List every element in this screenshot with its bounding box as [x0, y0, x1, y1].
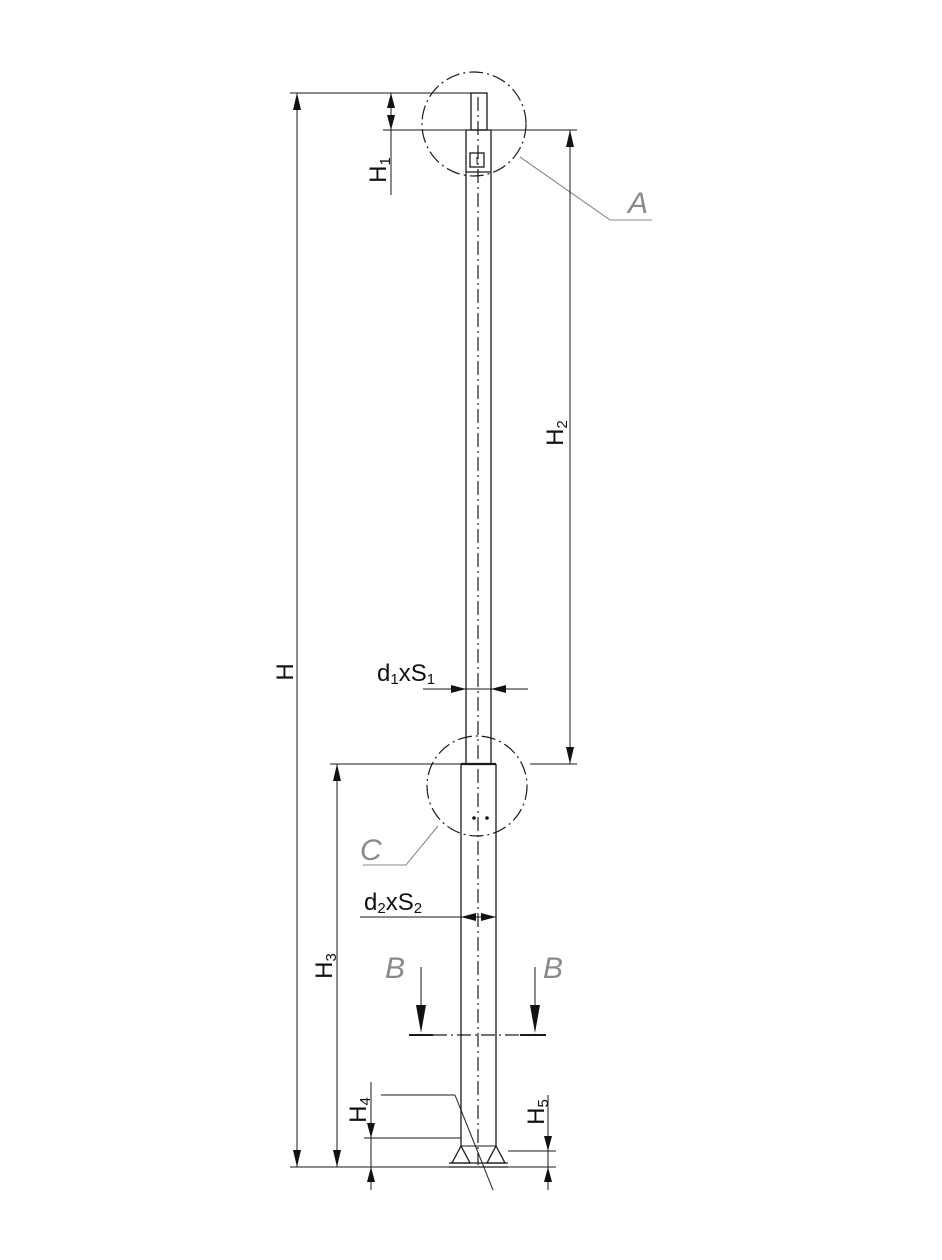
dimension-d1s1: d1xS1: [377, 660, 528, 693]
dimension-h1: H1: [365, 93, 466, 195]
dimension-h3: H3: [311, 763, 461, 1167]
detail-circle-a: [421, 71, 527, 177]
dim-d2s2-label: d2xS2: [364, 889, 422, 917]
dimension-h: H: [272, 92, 471, 1168]
dim-d1s1-label: d1xS1: [377, 660, 435, 688]
dimension-h2: H2: [491, 129, 577, 765]
section-b-left-label: B: [385, 952, 405, 985]
dimension-h4: H4: [345, 1082, 494, 1191]
dimension-d2s2: d2xS2: [360, 889, 496, 921]
section-bb: B B: [385, 952, 563, 1036]
dim-h1-label: H1: [365, 157, 394, 183]
dim-h4-label: H4: [345, 1097, 374, 1123]
dim-h-label: H: [272, 663, 299, 680]
detail-circle-c: [426, 735, 528, 837]
dim-h2-label: H2: [542, 420, 571, 446]
detail-a-leader: [519, 156, 652, 221]
dimension-h5: H5: [508, 1095, 556, 1190]
detail-c-leader: [363, 825, 439, 866]
dim-h3-label: H3: [311, 953, 340, 979]
detail-c-label: C: [360, 834, 382, 867]
dim-h5-label: H5: [523, 1099, 552, 1125]
section-b-right-label: B: [543, 952, 563, 985]
detail-a-label: A: [626, 187, 648, 220]
pole-upper-section: [465, 92, 492, 764]
